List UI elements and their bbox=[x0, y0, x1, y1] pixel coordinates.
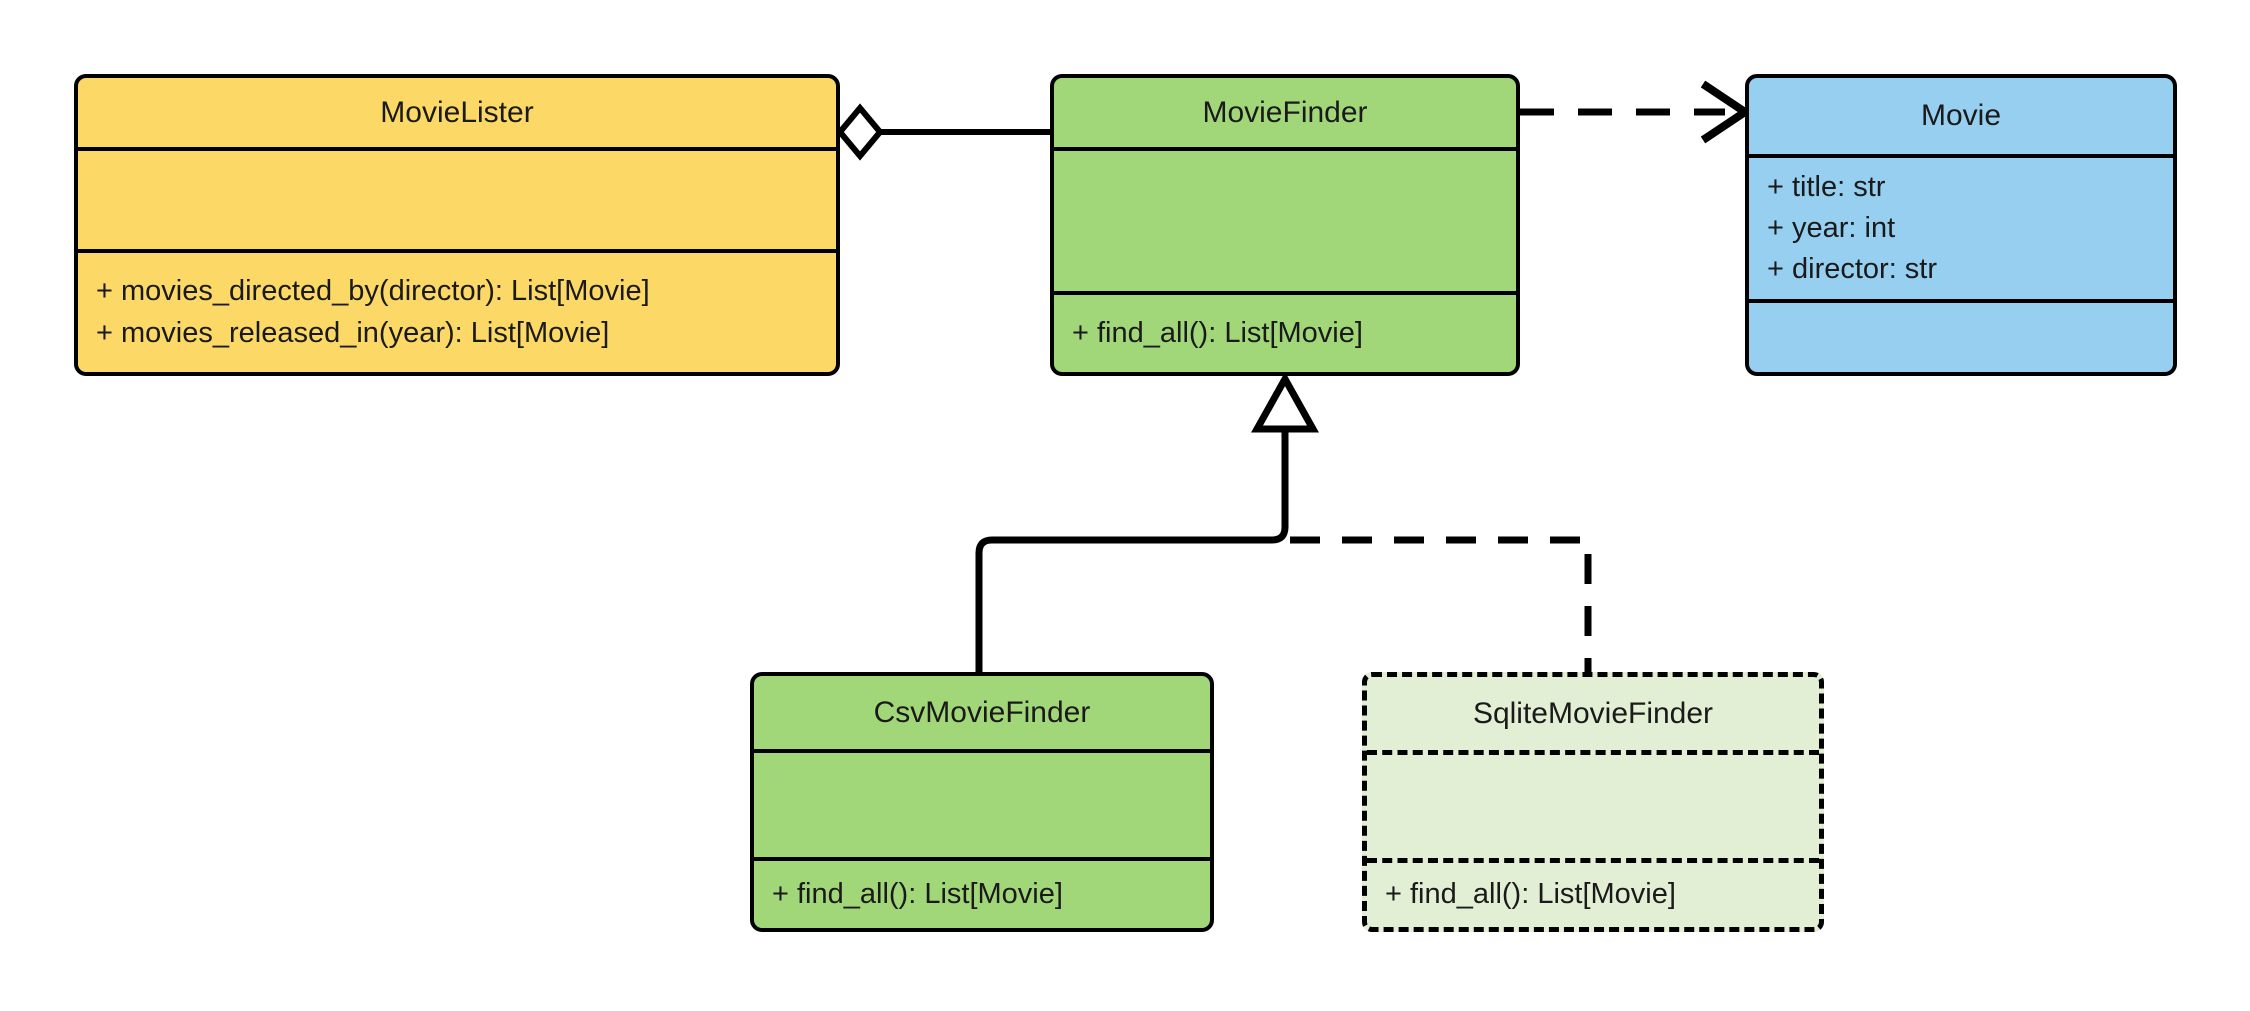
class-node-movielister[interactable]: MovieLister + movies_directed_by(directo… bbox=[74, 74, 840, 376]
class-node-movie[interactable]: Movie + title: str + year: int + directo… bbox=[1745, 74, 2177, 376]
inheritance-csvmoviefinder-moviefinder[interactable] bbox=[975, 522, 1289, 672]
class-title-moviefinder: MovieFinder bbox=[1202, 95, 1368, 129]
class-member: + director: str bbox=[1767, 253, 1938, 286]
class-attributes-movielister bbox=[78, 147, 836, 249]
class-methods-movie bbox=[1749, 299, 2173, 372]
class-methods-movielister: + movies_directed_by(director): List[Mov… bbox=[78, 249, 836, 372]
class-member: + find_all(): List[Movie] bbox=[1385, 878, 1676, 911]
class-attributes-csvmoviefinder bbox=[754, 749, 1210, 857]
class-member: + find_all(): List[Movie] bbox=[772, 877, 1063, 910]
class-member: + movies_released_in(year): List[Movie] bbox=[96, 316, 610, 349]
class-methods-sqlitemoviefinder: + find_all(): List[Movie] bbox=[1367, 858, 1819, 927]
class-node-sqlitemoviefinder[interactable]: SqliteMovieFinder + find_all(): List[Mov… bbox=[1362, 672, 1824, 932]
class-member: + find_all(): List[Movie] bbox=[1072, 316, 1363, 349]
class-methods-moviefinder: + find_all(): List[Movie] bbox=[1054, 291, 1516, 372]
class-title-csvmoviefinder: CsvMovieFinder bbox=[873, 695, 1091, 729]
class-attributes-sqlitemoviefinder bbox=[1367, 750, 1819, 858]
dependency-moviefinder-movie[interactable] bbox=[1520, 80, 1753, 144]
hollow-diamond-icon bbox=[836, 103, 884, 161]
inheritance-line-csv bbox=[975, 522, 1289, 672]
inheritance-sqlitemoviefinder-moviefinder[interactable] bbox=[1290, 536, 1592, 672]
class-title-movie: Movie bbox=[1920, 99, 2002, 132]
class-title-movielister: MovieLister bbox=[380, 95, 534, 129]
inheritance-line-sqlite bbox=[1290, 536, 1592, 672]
class-methods-csvmoviefinder: + find_all(): List[Movie] bbox=[754, 857, 1210, 928]
class-title-sqlitemoviefinder: SqliteMovieFinder bbox=[1472, 696, 1714, 730]
class-attributes-movie: + title: str + year: int + director: str bbox=[1749, 154, 2173, 299]
class-member: + year: int bbox=[1767, 211, 1896, 244]
aggregation-movielister-moviefinder[interactable] bbox=[836, 103, 1050, 161]
class-attributes-moviefinder bbox=[1054, 147, 1516, 291]
inheritance-trunk bbox=[1251, 371, 1319, 522]
class-node-moviefinder[interactable]: MovieFinder + find_all(): List[Movie] bbox=[1050, 74, 1520, 376]
class-member: + title: str bbox=[1767, 170, 1886, 203]
class-member: + movies_directed_by(director): List[Mov… bbox=[96, 275, 650, 308]
class-node-csvmoviefinder[interactable]: CsvMovieFinder + find_all(): List[Movie] bbox=[750, 672, 1214, 932]
hollow-triangle-icon bbox=[1251, 371, 1319, 433]
